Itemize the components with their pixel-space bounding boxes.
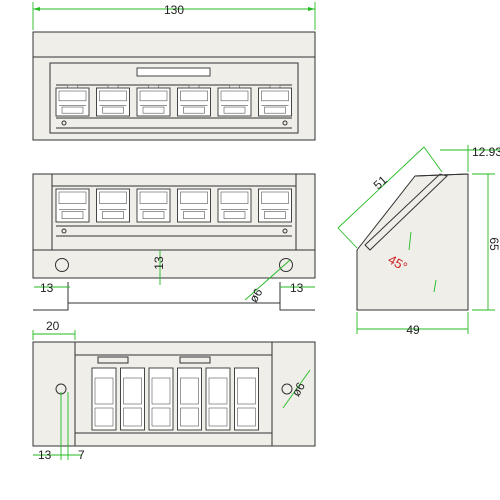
keystone-port — [96, 84, 130, 117]
keystone-port — [258, 188, 292, 223]
keystone-port — [136, 84, 171, 117]
dim-front-left: 13 — [40, 281, 54, 295]
keystone-port-bottom — [120, 367, 145, 431]
dim-overall-width: 130 — [164, 3, 184, 17]
dim-bottom-hole: ø6 — [289, 380, 308, 399]
keystone-port — [55, 188, 90, 223]
top-view: 130 — [32, 2, 316, 141]
dim-side-height: 65 — [487, 237, 500, 251]
bottom-view-body — [32, 341, 316, 447]
keystone-port — [217, 188, 252, 223]
keystone-port — [96, 188, 130, 223]
side-view: 51 12.93 65 49 45° — [337, 145, 500, 337]
keystone-port — [136, 188, 171, 223]
top-view-body — [32, 31, 316, 141]
keystone-port — [177, 84, 211, 117]
dim-side-top: 12.93 — [472, 145, 500, 159]
keystone-port-bottom — [148, 367, 174, 431]
bottom-view: 20 ø6 13 7 — [32, 319, 316, 462]
dim-bottom-gap: 7 — [78, 448, 85, 462]
front-view: 13 13 13 ø6 — [32, 173, 316, 311]
bottom-port-row — [91, 367, 259, 431]
keystone-port-bottom — [234, 367, 259, 431]
bottom-right-hole — [281, 383, 293, 395]
dim-bottom-flange: 20 — [46, 319, 60, 333]
top-port-row — [55, 84, 292, 117]
keystone-port — [177, 188, 211, 223]
keystone-port — [217, 84, 252, 117]
dim-bottom-left: 13 — [38, 448, 52, 462]
dim-side-slant: 51 — [371, 173, 391, 193]
keystone-port — [55, 84, 90, 117]
keystone-port — [258, 84, 292, 117]
front-left-hole — [55, 258, 69, 272]
keystone-port-bottom — [205, 367, 231, 431]
keystone-port-bottom — [91, 367, 117, 431]
front-port-row — [55, 188, 292, 223]
dim-front-center: 13 — [152, 256, 166, 270]
dim-side-width: 49 — [406, 323, 420, 337]
label-window — [136, 67, 211, 77]
dim-front-hole: ø6 — [246, 286, 265, 305]
keystone-port-bottom — [177, 367, 202, 431]
front-right-hole — [279, 258, 293, 272]
dim-front-right: 13 — [290, 281, 304, 295]
